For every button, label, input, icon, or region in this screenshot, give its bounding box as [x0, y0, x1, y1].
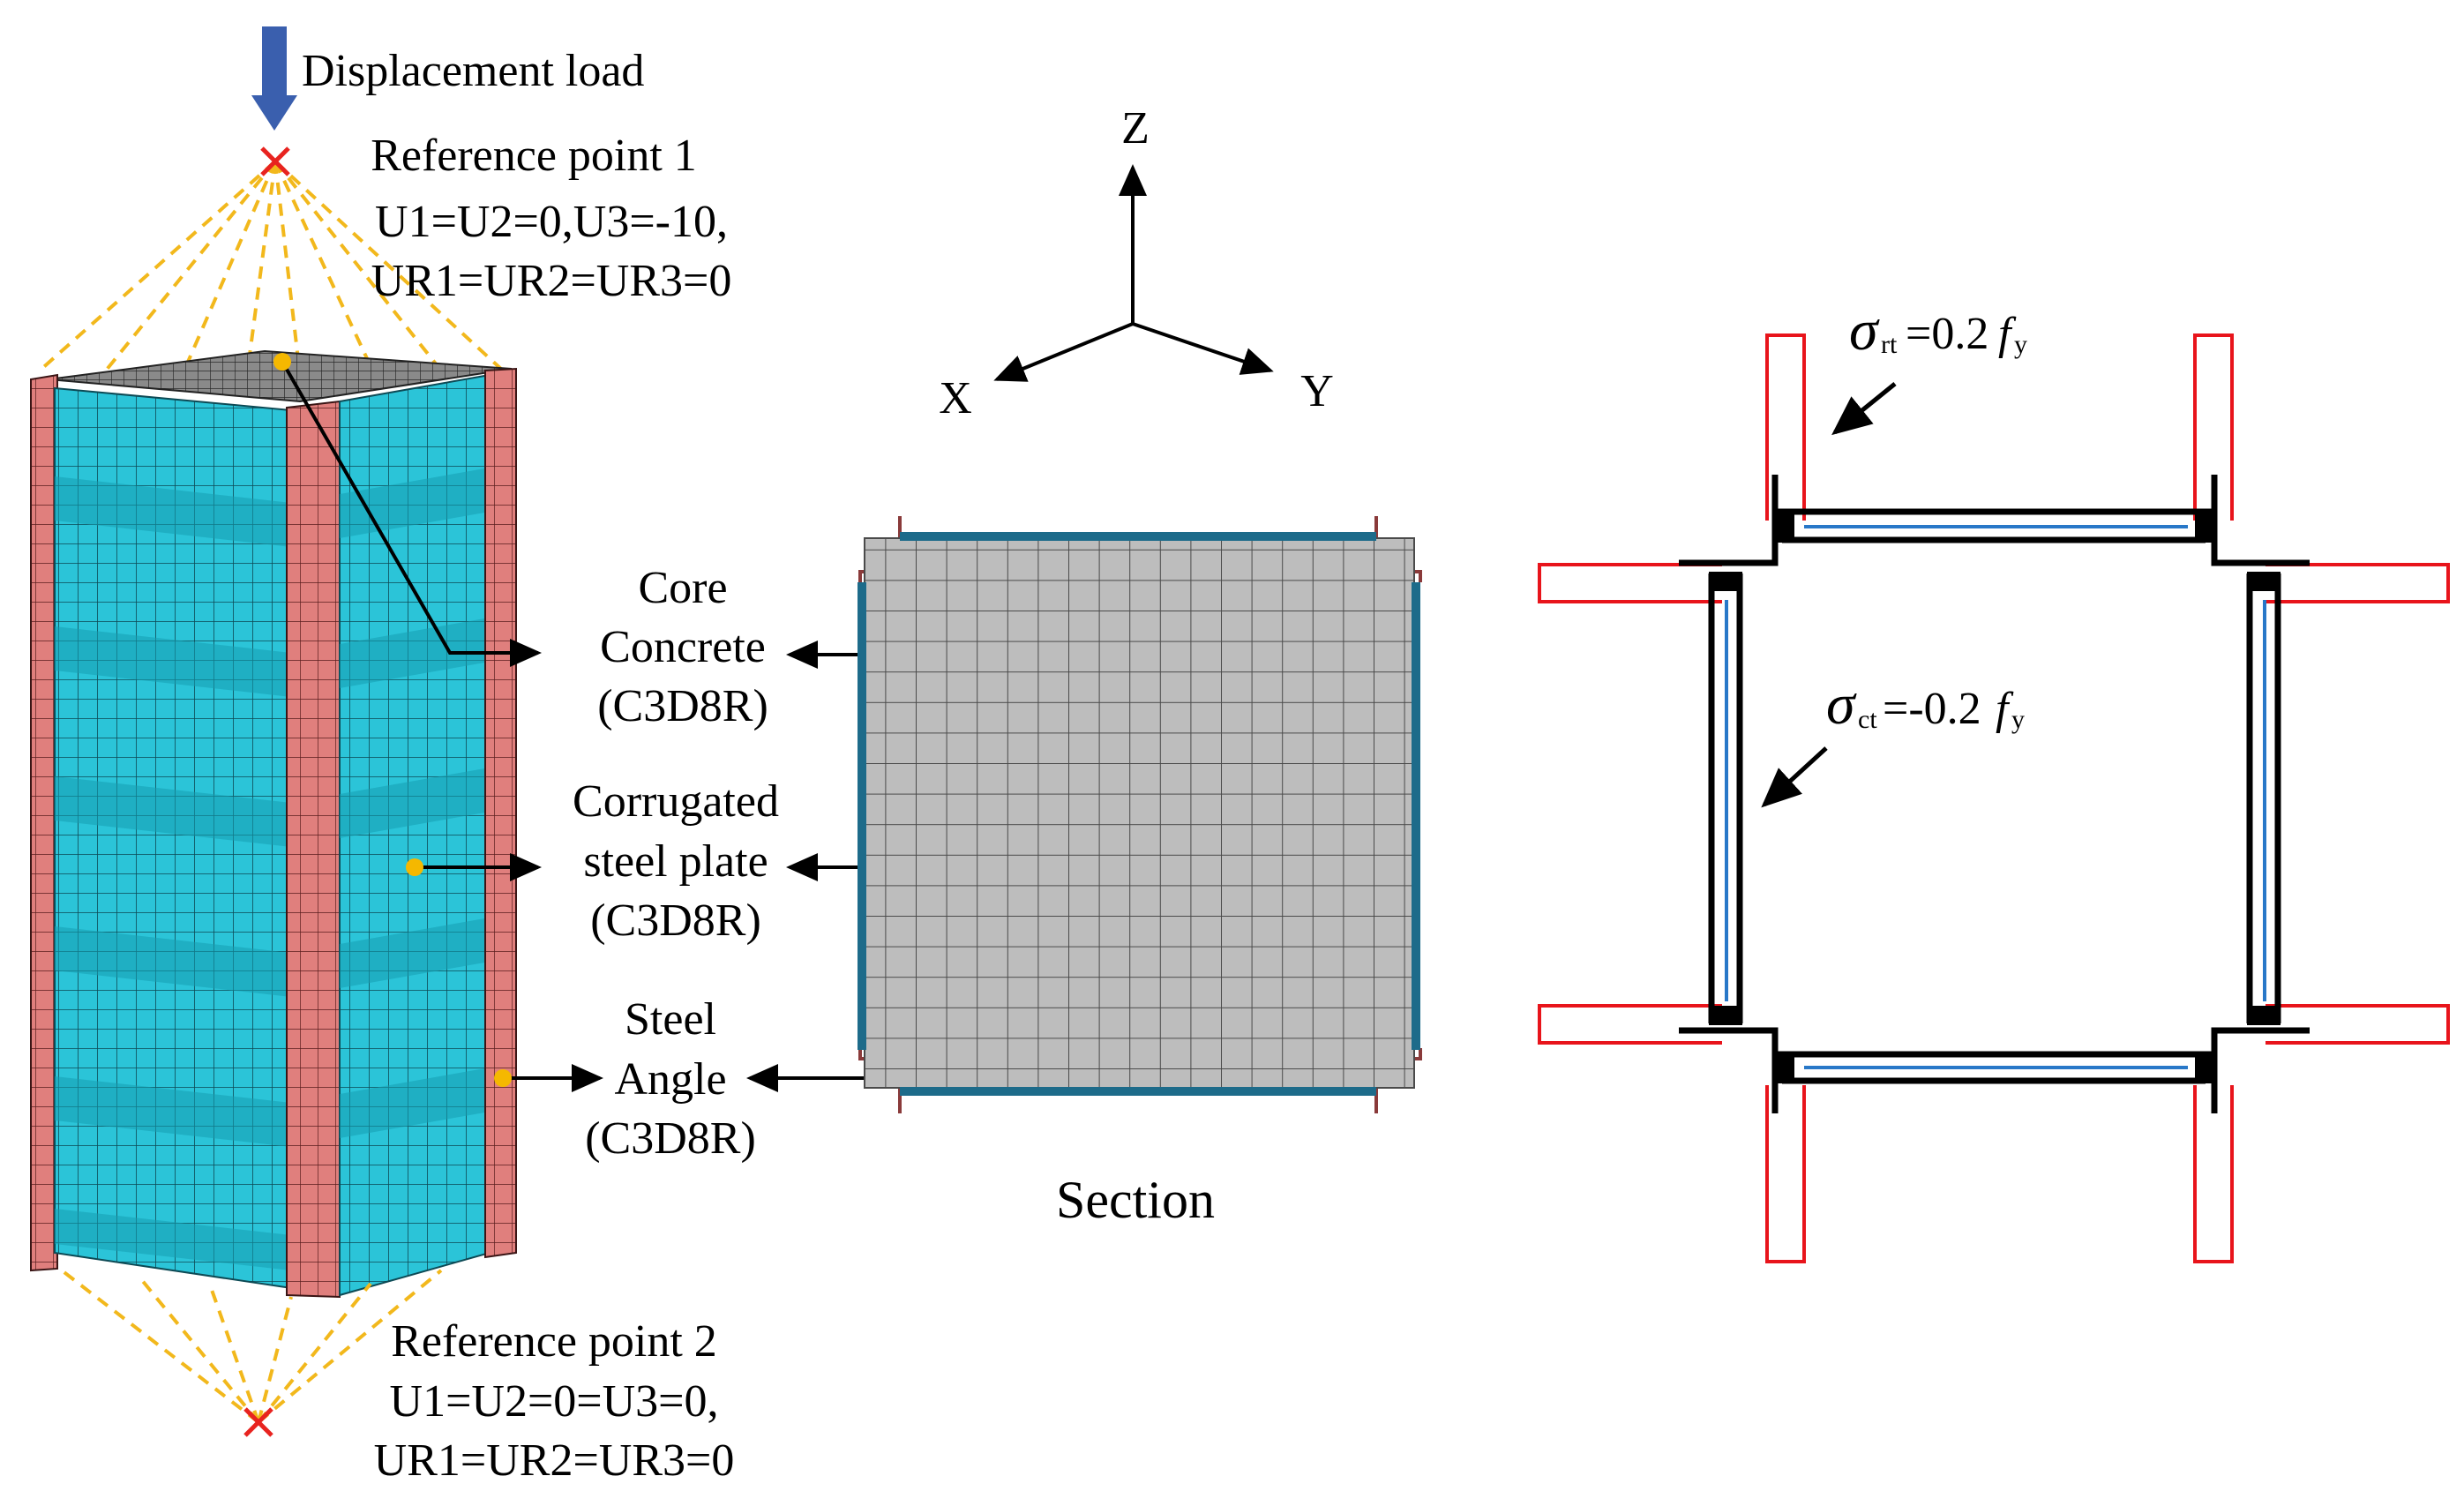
svg-text:ct: ct [1858, 705, 1877, 734]
rp2-title: Reference point 2 [391, 1316, 717, 1367]
steel-angle-middle [286, 400, 341, 1299]
steel-angle-right [484, 367, 517, 1259]
section-plate-bottom [900, 1087, 1376, 1096]
reference-point-2-icon [243, 1407, 273, 1437]
reference-point-1-icon [260, 146, 290, 176]
section-concrete-mesh [864, 537, 1415, 1089]
bottom-coupling-lines [60, 1269, 443, 1424]
stress-blocks-red [1538, 333, 2450, 1263]
rp1-line1: U1=U2=0,U3=-10, [375, 197, 728, 247]
steel-angle-marker [494, 1069, 512, 1087]
corrugated-plate-front [54, 386, 292, 1290]
angle-label-2: Angle [614, 1054, 726, 1105]
svg-text:σ: σ [1826, 672, 1857, 737]
svg-text:=-0.2: =-0.2 [1883, 684, 1981, 734]
plate-label-1: Corrugated [573, 776, 779, 827]
steel-angle-left [30, 373, 58, 1272]
leader-lines [281, 361, 603, 1092]
rp1-title: Reference point 1 [371, 131, 697, 181]
axis-x-label: X [939, 373, 972, 423]
axis-z-label: Z [1121, 103, 1150, 154]
component-labels: Core Concrete (C3D8R) Corrugated steel p… [573, 563, 779, 1164]
weld-blocks [1709, 509, 2281, 1083]
svg-text:=0.2: =0.2 [1906, 309, 1988, 359]
section-plate-left [858, 582, 866, 1050]
core-label-3: (C3D8R) [597, 681, 768, 731]
corrugated-plate-marker [406, 858, 423, 876]
residual-stress-diagram: σ rt =0.2 f y σ ct =-0.2 f y [1538, 298, 2450, 1263]
core-label-2: Concrete [600, 622, 766, 672]
plate-label-2: steel plate [583, 836, 768, 887]
stress-lines-blue [1725, 525, 2266, 1069]
section-plate-top [900, 532, 1376, 541]
sigma-rt-label: σ rt =0.2 f y [1849, 298, 2027, 363]
svg-text:y: y [2014, 330, 2027, 359]
section-plate-right [1412, 582, 1420, 1050]
steel-outline [1679, 475, 2310, 1113]
angle-label-1: Steel [625, 994, 716, 1045]
core-label-1: Core [638, 563, 727, 613]
plate-label-3: (C3D8R) [590, 895, 761, 946]
cross-section [858, 516, 1422, 1113]
section-label: Section [1056, 1171, 1215, 1229]
displacement-load-label: Displacement load [302, 46, 644, 96]
core-concrete-marker [273, 353, 291, 371]
top-coupling-lines [38, 160, 505, 389]
angle-label-3: (C3D8R) [585, 1113, 756, 1164]
svg-text:rt: rt [1881, 330, 1898, 359]
stress-arrows [1761, 382, 1897, 808]
rp2-line2: UR1=UR2=UR3=0 [374, 1435, 735, 1486]
sigma-ct-label: σ ct =-0.2 f y [1826, 672, 2025, 737]
svg-text:y: y [2011, 705, 2025, 734]
rp1-line2: UR1=UR2=UR3=0 [371, 256, 732, 306]
axis-y-label: Y [1300, 366, 1334, 416]
svg-text:σ: σ [1849, 298, 1880, 363]
corrugated-plate-side [339, 373, 491, 1297]
rp2-line1: U1=U2=0=U3=0, [390, 1376, 719, 1427]
fe-3d-model: Displacement load [30, 26, 735, 1486]
displacement-load-arrow [251, 26, 297, 131]
coordinate-axes [993, 164, 1274, 382]
